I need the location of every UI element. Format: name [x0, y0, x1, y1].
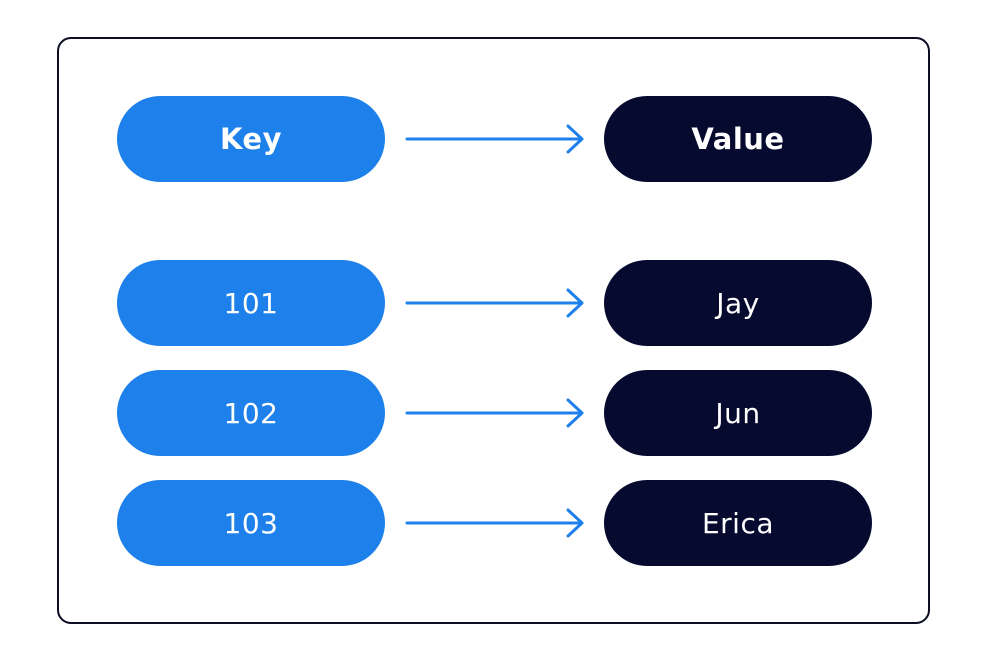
key-label: 101 [223, 286, 279, 320]
arrow-right-icon [405, 398, 584, 428]
key-pill: 101 [117, 260, 385, 346]
value-label: Jun [715, 396, 761, 430]
arrow-right-icon [405, 124, 584, 154]
key-pill: 103 [117, 480, 385, 566]
key-header-pill: Key [117, 96, 385, 182]
key-pill: 102 [117, 370, 385, 456]
arrow-right-icon [405, 288, 584, 318]
value-label: Erica [701, 506, 775, 540]
value-pill: Erica [604, 480, 872, 566]
header-row: Key Value [0, 96, 991, 182]
key-label: 102 [223, 396, 279, 430]
value-header-label: Value [691, 122, 785, 156]
mapping-row: 101 Jay [0, 260, 991, 346]
value-pill: Jay [604, 260, 872, 346]
value-header-pill: Value [604, 96, 872, 182]
arrow-right-icon [405, 508, 584, 538]
value-pill: Jun [604, 370, 872, 456]
key-header-label: Key [219, 122, 283, 156]
key-label: 103 [223, 506, 279, 540]
mapping-row: 103 Erica [0, 480, 991, 566]
mapping-row: 102 Jun [0, 370, 991, 456]
value-label: Jay [716, 286, 760, 320]
